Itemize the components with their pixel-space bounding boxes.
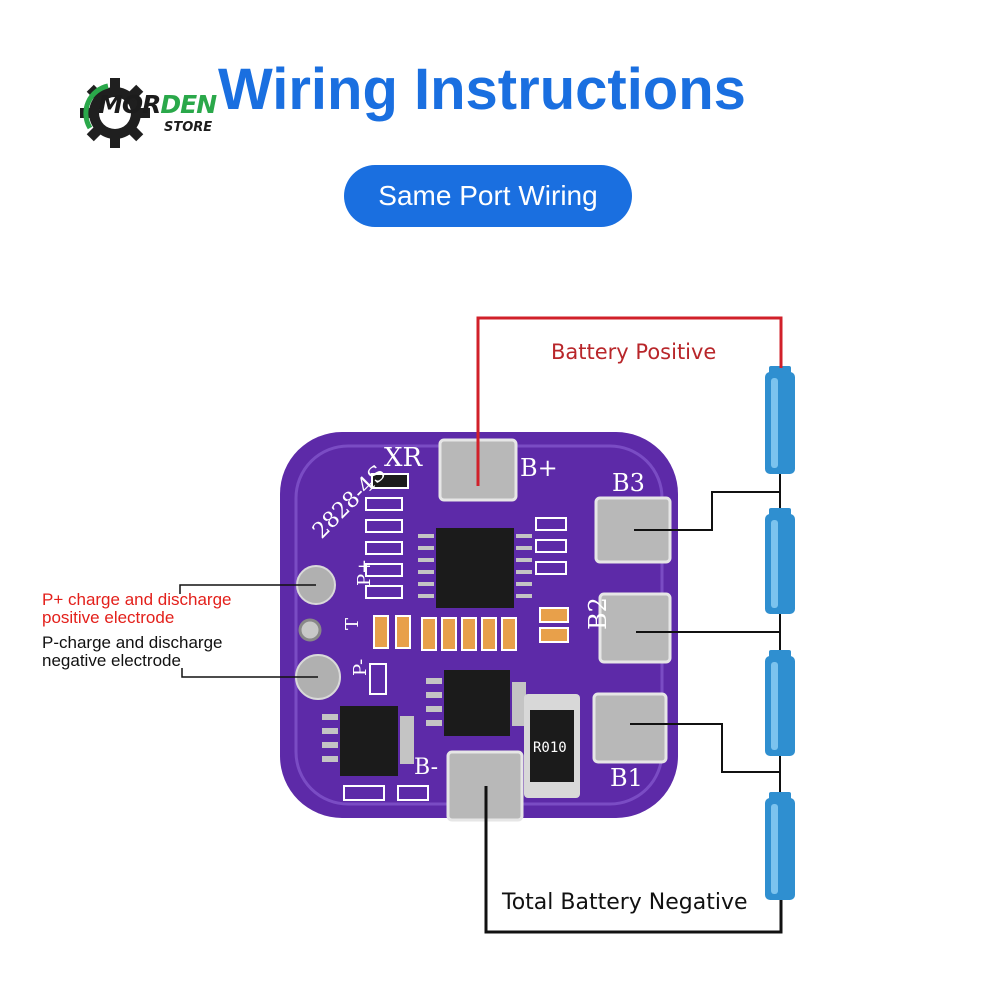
label-p-minus: P- bbox=[350, 659, 371, 676]
p-plus-leader bbox=[179, 584, 316, 594]
mosfet-2 bbox=[340, 706, 398, 776]
negative-wire bbox=[484, 786, 783, 934]
p-plus-description: P+ charge and discharge positive electro… bbox=[42, 591, 232, 627]
battery-cell-1 bbox=[765, 366, 795, 474]
positive-wire bbox=[476, 316, 783, 486]
pad-b1 bbox=[592, 692, 668, 764]
p-minus-leader bbox=[181, 668, 318, 678]
p-minus-description: P-charge and discharge negative electrod… bbox=[42, 634, 223, 670]
pad-b2 bbox=[598, 592, 672, 664]
label-b-minus: B- bbox=[414, 755, 438, 780]
pad-t bbox=[298, 618, 322, 642]
label-b1: B1 bbox=[610, 764, 643, 792]
mosfet-1 bbox=[444, 670, 510, 736]
label-b3: B3 bbox=[612, 469, 645, 497]
battery-cell-2 bbox=[765, 508, 795, 614]
battery-positive-label: Battery Positive bbox=[551, 340, 717, 364]
logo-brand-part2: DEN bbox=[160, 90, 217, 119]
p-plus-line2: positive electrode bbox=[42, 608, 175, 627]
b3-wire bbox=[634, 491, 780, 531]
battery-cell-3 bbox=[765, 650, 795, 756]
battery-cell-4 bbox=[765, 792, 795, 900]
page-title: Wiring Instructions bbox=[218, 57, 746, 122]
shunt-marking: R010 bbox=[533, 740, 567, 756]
label-p-plus: P+ bbox=[354, 559, 375, 586]
p-minus-line1: P-charge and discharge bbox=[42, 633, 223, 652]
logo-brand-part1: MOR bbox=[98, 90, 161, 119]
bms-board: 2828-4S XR B+ B3 B2 B1 B- P+ T P- R010 bbox=[280, 432, 678, 822]
battery-stack bbox=[765, 366, 795, 900]
main-ic bbox=[436, 528, 514, 608]
gear-icon bbox=[80, 78, 150, 148]
logo-sub: STORE bbox=[164, 120, 213, 135]
b1-wire bbox=[630, 723, 780, 773]
store-logo: MORDEN STORE bbox=[78, 76, 238, 150]
board-maker: XR bbox=[384, 443, 424, 473]
label-t: T bbox=[342, 618, 363, 630]
same-port-wiring-button[interactable]: Same Port Wiring bbox=[344, 165, 632, 227]
logo-brand: MORDEN bbox=[98, 90, 217, 119]
total-negative-label: Total Battery Negative bbox=[502, 890, 748, 915]
label-b-plus: B+ bbox=[520, 454, 558, 482]
p-plus-line1: P+ charge and discharge bbox=[42, 590, 232, 609]
label-b2: B2 bbox=[584, 597, 612, 630]
p-minus-line2: negative electrode bbox=[42, 651, 181, 670]
